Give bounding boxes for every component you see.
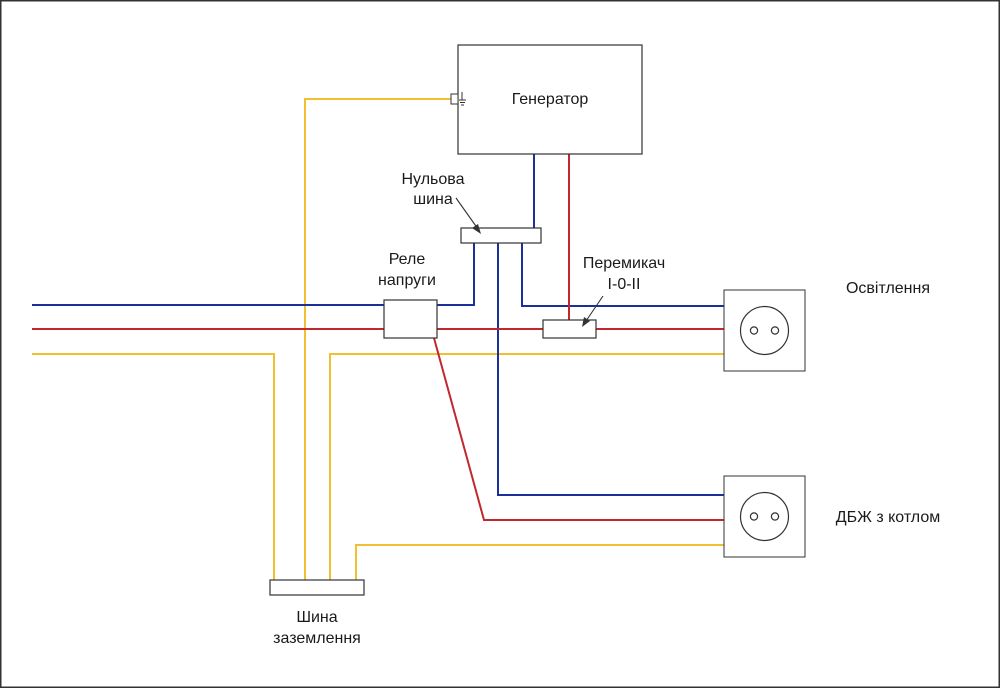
neutral-bus-leader bbox=[455, 197, 481, 234]
neutral-wires bbox=[32, 154, 724, 496]
ups-boiler-label: ДБЖ з котлом bbox=[836, 509, 940, 526]
ground-bus-box bbox=[269, 579, 365, 596]
ground-bus-label-line1: Шина bbox=[296, 609, 337, 626]
ground-wire-lighting bbox=[329, 353, 724, 580]
ground-wire-generator bbox=[304, 98, 452, 580]
switch-box bbox=[542, 319, 597, 339]
power-socket-icon bbox=[739, 491, 790, 542]
voltage-relay-label-line1: Реле bbox=[389, 251, 426, 268]
ups-outlet bbox=[723, 475, 806, 558]
generator-label: Генератор bbox=[512, 91, 589, 108]
neutral-wire-lighting bbox=[521, 243, 724, 307]
neutral-wire-mains bbox=[32, 243, 475, 306]
neutral-bus-label-line2: шина bbox=[413, 191, 453, 208]
ground-wire-mains bbox=[32, 353, 275, 580]
lighting-label: Освітлення bbox=[846, 280, 930, 297]
lighting-outlet bbox=[723, 289, 806, 372]
generator-box bbox=[457, 44, 643, 155]
neutral-bus-label-line1: Нульова bbox=[402, 171, 465, 188]
ground-wires bbox=[32, 98, 724, 580]
ground-bus-label-line2: заземлення bbox=[273, 630, 361, 647]
neutral-wire-ups bbox=[497, 243, 724, 496]
voltage-relay-box bbox=[383, 299, 438, 339]
phase-wire-ups bbox=[433, 337, 724, 521]
ground-wire-ups bbox=[355, 544, 724, 580]
phase-wires bbox=[32, 154, 724, 521]
voltage-relay-label-line2: напруги bbox=[378, 272, 436, 289]
switch-label-line2: I-0-II bbox=[608, 276, 641, 293]
switch-leader bbox=[582, 295, 604, 327]
ground-terminal-icon bbox=[450, 92, 466, 106]
neutral-bus-box bbox=[460, 227, 542, 244]
power-socket-icon bbox=[739, 305, 790, 356]
switch-label-line1: Перемикач bbox=[583, 255, 665, 272]
